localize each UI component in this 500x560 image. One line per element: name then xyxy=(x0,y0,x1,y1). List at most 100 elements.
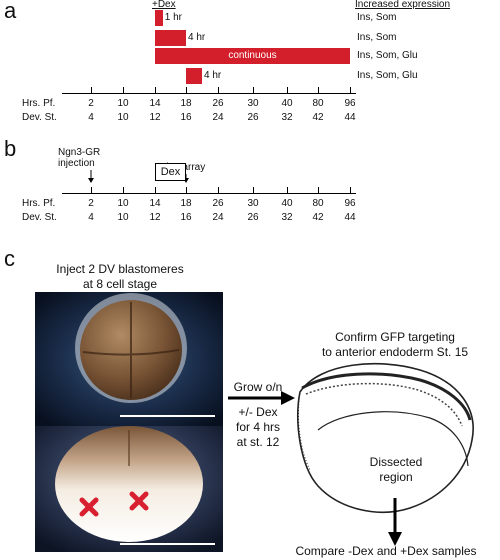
b-stage-tick-label: 24 xyxy=(212,212,224,223)
treatment-bar-label: 4 hr xyxy=(188,32,206,43)
b-stage-tick-label: 12 xyxy=(149,212,161,223)
b-hrs-tick-label: 14 xyxy=(149,198,161,209)
a-hrs-tick-label: 18 xyxy=(180,98,192,109)
dissected-line-1: Dissected xyxy=(369,455,423,469)
dex-line-2: for 4 hrs xyxy=(235,420,281,434)
compare-arrow-head xyxy=(388,532,402,546)
hrs-row-label-b: Hrs. Pf. xyxy=(22,198,56,209)
a-tick xyxy=(253,87,254,93)
b-stage-tick-label: 16 xyxy=(180,212,192,223)
b-hrs-tick-label: 96 xyxy=(344,198,356,209)
dex-line-3: at st. 12 xyxy=(236,435,280,449)
a-tick xyxy=(287,87,288,93)
grow-arrow-head xyxy=(281,391,295,405)
hrs-row-label-a: Hrs. Pf. xyxy=(22,98,56,109)
treatment-bar xyxy=(155,48,350,64)
b-hrs-tick-label: 26 xyxy=(212,198,224,209)
b-tick xyxy=(218,187,219,193)
b-tick xyxy=(155,187,156,193)
a-stage-tick-label: 44 xyxy=(344,112,356,123)
b-tick xyxy=(350,187,351,193)
marker-x-right-b xyxy=(129,491,149,511)
a-stage-tick-label: 42 xyxy=(312,112,324,123)
panel-a-letter: a xyxy=(4,0,17,23)
a-stage-tick-label: 24 xyxy=(212,112,224,123)
endoderm-band-inner xyxy=(305,382,463,427)
stipple-left xyxy=(297,391,311,471)
confirm-line-1: Confirm GFP targeting xyxy=(335,330,455,344)
treatment-bar xyxy=(186,68,202,84)
b-hrs-tick-label: 2 xyxy=(88,198,94,209)
endoderm-band-outer xyxy=(301,372,472,421)
treatment-bar xyxy=(155,30,186,46)
a-tick xyxy=(123,87,124,93)
a-tick xyxy=(318,87,319,93)
dev-row-label-a: Dev. St. xyxy=(22,112,57,123)
b-stage-tick-label: 10 xyxy=(117,212,129,223)
b-stage-tick-label: 4 xyxy=(88,212,94,223)
dev-row-label-b: Dev. St. xyxy=(22,212,57,223)
a-hrs-tick-label: 30 xyxy=(247,98,259,109)
b-hrs-tick-label: 80 xyxy=(312,198,324,209)
a-stage-tick-label: 26 xyxy=(247,112,259,123)
expression-result: Ins, Som xyxy=(357,12,397,23)
embryo-outline xyxy=(296,362,474,514)
expression-result: Ins, Som, Glu xyxy=(357,70,418,81)
dissection-line xyxy=(317,411,469,467)
b-tick xyxy=(287,187,288,193)
a-stage-tick-label: 32 xyxy=(281,112,293,123)
b-hrs-tick-label: 10 xyxy=(117,198,129,209)
dex-header: +Dex xyxy=(152,0,176,10)
b-tick xyxy=(186,187,187,193)
embryo-photo-top xyxy=(35,292,223,426)
a-tick xyxy=(186,87,187,93)
treatment-bar xyxy=(155,10,163,26)
a-hrs-tick-label: 14 xyxy=(149,98,161,109)
b-tick xyxy=(123,187,124,193)
b-hrs-tick-label: 18 xyxy=(180,198,192,209)
expression-header: Increased expression xyxy=(355,0,451,10)
b-tick xyxy=(91,187,92,193)
treatment-bar-label: 1 hr xyxy=(164,12,182,23)
dex-line-1: +/- Dex xyxy=(238,405,278,419)
a-tick xyxy=(218,87,219,93)
injection-arrowhead xyxy=(88,178,94,183)
panel-c-letter: c xyxy=(4,246,15,271)
a-stage-tick-label: 4 xyxy=(88,112,94,123)
grow-label: Grow o/n xyxy=(233,380,283,394)
dex-box: Dex xyxy=(155,163,186,181)
expression-result: Ins, Som, Glu xyxy=(357,50,418,61)
inject-line-1: Inject 2 DV blastomeres xyxy=(56,262,184,276)
a-hrs-tick-label: 40 xyxy=(281,98,293,109)
treatment-bar-label: 4 hr xyxy=(204,70,222,81)
panel-b-letter: b xyxy=(4,136,17,161)
a-hrs-tick-label: 96 xyxy=(344,98,356,109)
a-stage-tick-label: 12 xyxy=(149,112,161,123)
a-hrs-tick-label: 2 xyxy=(88,98,94,109)
b-stage-tick-label: 44 xyxy=(344,212,356,223)
b-stage-tick-label: 26 xyxy=(247,212,259,223)
marker-x-left-b xyxy=(79,497,99,517)
b-tick xyxy=(318,187,319,193)
a-tick xyxy=(350,87,351,93)
b-axis-line xyxy=(62,193,356,194)
a-tick xyxy=(91,87,92,93)
b-hrs-tick-label: 30 xyxy=(247,198,259,209)
inject-line-2: at 8 cell stage xyxy=(82,277,158,291)
confirm-line-2: to anterior endoderm St. 15 xyxy=(321,345,469,359)
a-axis-line xyxy=(62,93,356,94)
b-stage-tick-label: 32 xyxy=(281,212,293,223)
a-stage-tick-label: 16 xyxy=(180,112,192,123)
b-hrs-tick-label: 40 xyxy=(281,198,293,209)
a-tick xyxy=(155,87,156,93)
dissected-line-2: region xyxy=(379,470,413,484)
a-hrs-tick-label: 10 xyxy=(117,98,129,109)
expression-result: Ins, Som xyxy=(357,32,397,43)
a-hrs-tick-label: 80 xyxy=(312,98,324,109)
b-stage-tick-label: 42 xyxy=(312,212,324,223)
injection-label-2: injection xyxy=(58,158,95,169)
a-hrs-tick-label: 26 xyxy=(212,98,224,109)
